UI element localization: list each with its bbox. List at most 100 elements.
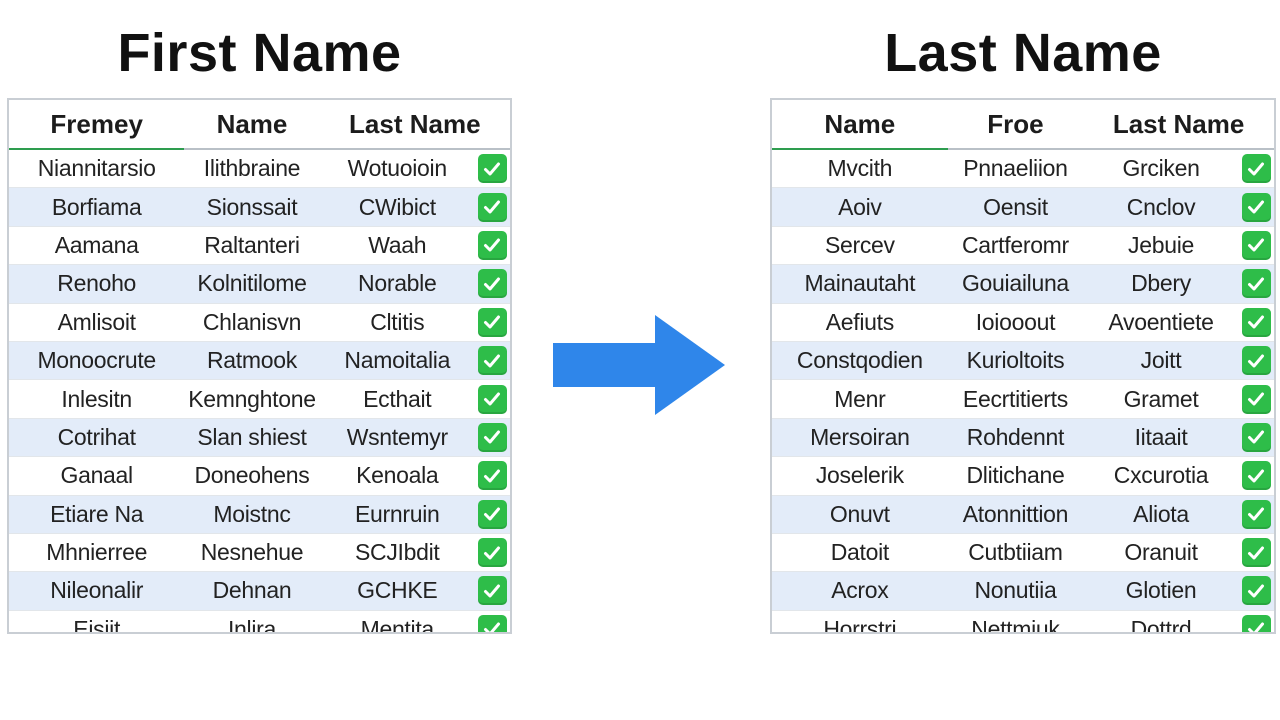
column-header[interactable]: Name (824, 108, 896, 139)
table-row[interactable]: Aamana Raltanteri Waah (9, 227, 510, 266)
table-cell: SCJIbdit (354, 539, 440, 566)
checkmark-icon[interactable] (477, 499, 507, 529)
table-cell: Eisiit (73, 615, 121, 634)
checkmark-icon[interactable] (1241, 422, 1271, 452)
table-cell: Joselerik (815, 462, 904, 489)
table-cell: Borfiama (51, 193, 142, 220)
table-cell: Gouiailuna (961, 270, 1069, 297)
table-cell: Ilithbraine (203, 155, 301, 182)
table-cell: Pnnaeliion (963, 155, 1068, 182)
checkmark-icon[interactable] (477, 346, 507, 376)
checkmark-icon[interactable] (477, 307, 507, 337)
table-cell: Raltanteri (204, 231, 300, 258)
table-cell: Onuvt (829, 500, 890, 527)
checkmark-icon[interactable] (477, 422, 507, 452)
table-cell: Dottrd (1130, 615, 1192, 634)
table-cell: Etiare Na (50, 500, 144, 527)
table-cell: GCHKE (357, 577, 438, 604)
checkmark-icon[interactable] (1241, 230, 1271, 260)
checkmark-icon[interactable] (1241, 576, 1271, 606)
checkmark-icon[interactable] (1241, 614, 1271, 632)
checkmark-icon[interactable] (1241, 154, 1271, 184)
table-cell: Slan shiest (197, 423, 307, 450)
right-panel-title: Last Name (884, 23, 1162, 83)
checkmark-icon[interactable] (477, 384, 507, 414)
table-cell: Amlisoit (57, 308, 136, 335)
table-cell: Sionssait (206, 193, 298, 220)
table-cell: Aefiuts (825, 308, 895, 335)
table-cell: Aliota (1133, 500, 1189, 527)
checkmark-icon[interactable] (1241, 269, 1271, 299)
table-header: Fremey Name Last Name (9, 100, 510, 150)
table-cell: Monoocrute (37, 347, 156, 374)
checkmark-icon[interactable] (477, 576, 507, 606)
table-row[interactable]: Eisiit Inlira Mentita (9, 611, 510, 634)
table-cell: Kolnitilome (197, 270, 307, 297)
checkmark-icon[interactable] (1241, 307, 1271, 337)
checkmark-icon[interactable] (1241, 499, 1271, 529)
table-header: Name Froe Last Name (772, 100, 1274, 150)
table-cell: Norable (358, 270, 437, 297)
table-cell: Aamana (54, 231, 139, 258)
table-row[interactable]: Cotrihat Slan shiest Wsntemyr (9, 418, 510, 458)
table-cell: Cutbtiiam (968, 539, 1063, 566)
table-cell: Kurioltoits (966, 347, 1065, 374)
checkmark-icon[interactable] (477, 614, 507, 632)
checkmark-icon[interactable] (1241, 461, 1271, 491)
table-cell: Cotrihat (57, 423, 136, 450)
table-cell: Nonutiia (974, 577, 1057, 604)
table-cell: Wsntemyr (346, 423, 448, 450)
table-cell: Inlira (227, 615, 276, 634)
column-header[interactable]: Last Name (349, 108, 481, 139)
checkmark-icon[interactable] (477, 192, 507, 222)
checkmark-icon[interactable] (477, 154, 507, 184)
checkmark-icon[interactable] (477, 538, 507, 568)
checkmark-icon[interactable] (477, 269, 507, 299)
checkmark-icon[interactable] (477, 230, 507, 260)
table-cell: Nettmiuk (971, 615, 1060, 634)
column-header[interactable]: Fremey (50, 108, 143, 139)
checkmark-icon[interactable] (1241, 192, 1271, 222)
table-cell: Joitt (1140, 347, 1182, 374)
table-row[interactable]: Onuvt Atonnittion Aliota (772, 495, 1274, 534)
column-header[interactable]: Froe (987, 108, 1044, 139)
checkmark-icon[interactable] (1241, 538, 1271, 568)
table-cell: Dbery (1131, 270, 1191, 297)
table-cell: Oensit (983, 193, 1048, 220)
table-cell: Waah (368, 231, 427, 258)
checkmark-icon[interactable] (1241, 346, 1271, 376)
table-cell: Atonnittion (962, 500, 1069, 527)
checkmark-icon[interactable] (1241, 384, 1271, 414)
table-cell: Ecthait (363, 385, 432, 412)
table-cell: Mentita (360, 615, 435, 634)
column-header[interactable]: Last Name (1112, 108, 1245, 139)
table-cell: Mvcith (827, 155, 893, 182)
checkmark-icon[interactable] (477, 461, 507, 491)
table-row[interactable]: Constqodien Kurioltoits Joitt (772, 341, 1274, 381)
table-cell: Constqodien (796, 347, 923, 374)
column-header[interactable]: Name (216, 108, 288, 139)
table-cell: Cartferomr (962, 231, 1069, 258)
